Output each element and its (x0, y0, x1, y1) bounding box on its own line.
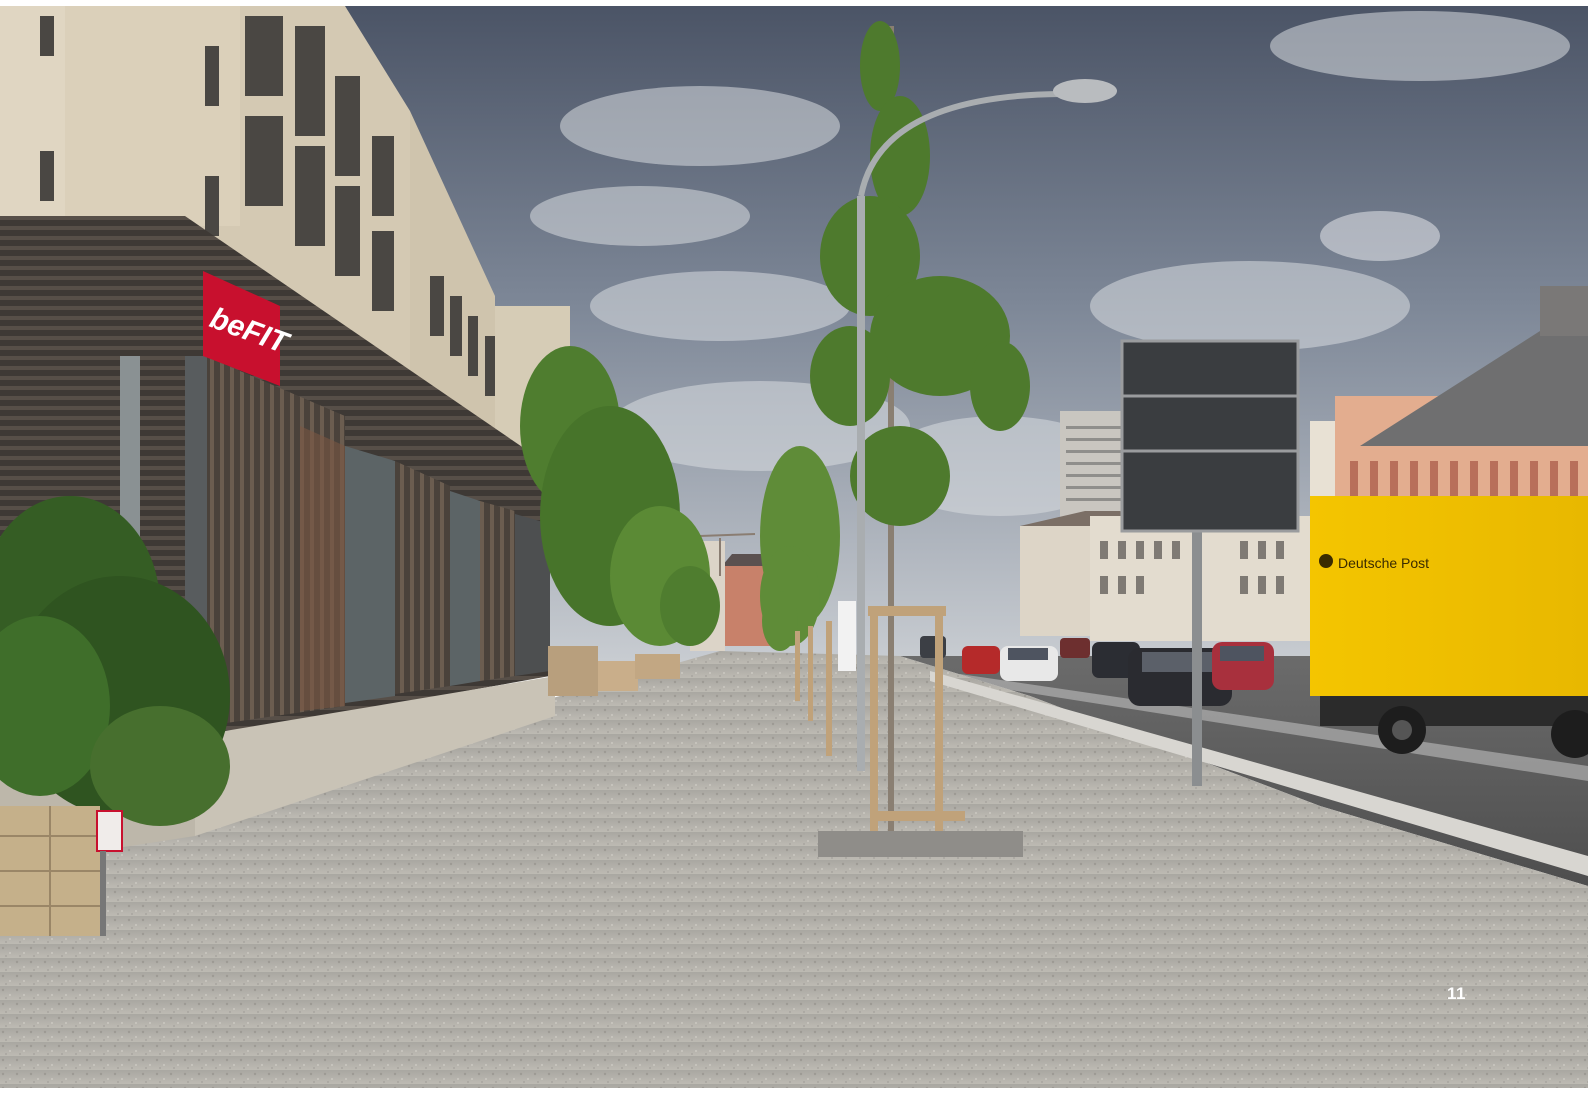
street-trees-left (520, 346, 720, 696)
tree-grate (818, 831, 1023, 857)
cars (920, 636, 1274, 706)
street-lamp (857, 79, 1117, 771)
page-margin (0, 1088, 1588, 1094)
truck-logo-text: Deutsche Post (1338, 555, 1429, 571)
young-trees (760, 21, 1030, 846)
page-number: 11 (1447, 984, 1466, 1003)
gym-sign: beFIT (203, 271, 295, 386)
delivery-truck: Deutsche Post (1310, 496, 1588, 758)
hedge (0, 496, 230, 826)
street-photo: Deutsche Post (0, 6, 1588, 1090)
road-sign (1120, 339, 1300, 786)
